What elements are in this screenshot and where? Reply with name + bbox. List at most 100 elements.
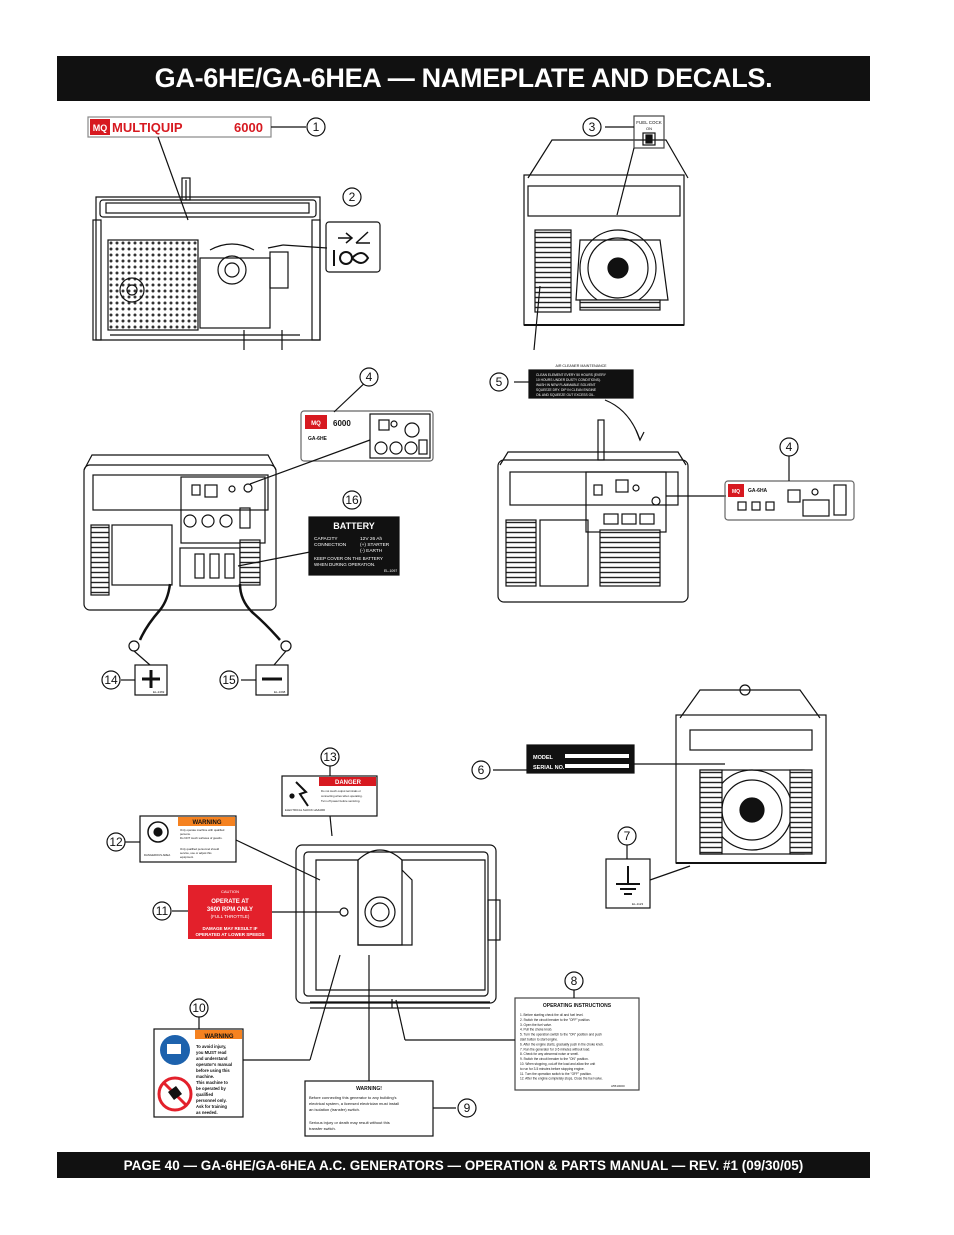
page-title: GA-6HE/GA-6HEA — NAMEPLATE AND DECALS. xyxy=(57,56,870,101)
callout-10: 10 xyxy=(189,998,209,1018)
callout-5: 5 xyxy=(489,372,509,392)
ga6ha-mq-logo: MQ xyxy=(732,489,740,495)
panel-model: 6000 xyxy=(333,419,351,428)
decal-1-nameplate: MQ MULTIQUIP 6000 xyxy=(87,116,306,221)
decal-11-caution-rpm xyxy=(172,885,340,939)
decal-14-positive xyxy=(121,650,168,696)
generator-engine-side-view xyxy=(523,139,689,351)
danger-banner: DANGER xyxy=(335,780,362,786)
callout-3: 3 xyxy=(582,117,602,137)
decal-16-battery xyxy=(308,516,400,576)
page-footer: PAGE 40 — GA-6HE/GA-6HEA A.C. GENERATORS… xyxy=(57,1152,870,1178)
callout-13: 13 xyxy=(320,747,340,767)
decal-15-negative xyxy=(241,650,289,696)
svg-text:14: 14 xyxy=(104,673,118,687)
svg-text:11: 11 xyxy=(156,904,169,918)
transfer-line-3: an isolation (transfer) switch. xyxy=(309,1107,360,1112)
operating-step: 9. Switch the circuit breaker to the "ON… xyxy=(520,1057,589,1061)
ga6ha-model: GA-6HA xyxy=(748,488,768,494)
operating-step: to run for 3-5 minutes before stopping e… xyxy=(520,1067,585,1071)
decal-3-fuel-cock: FUEL COCK ON xyxy=(605,115,665,216)
operating-step: 4. Pull the choke knob. xyxy=(520,1028,552,1032)
svg-text:6: 6 xyxy=(478,763,485,777)
generator-control-side-view xyxy=(83,439,371,652)
manual-line-3: and understand xyxy=(196,1056,228,1061)
operating-step: 6. After the engine starts, gradually pu… xyxy=(520,1042,604,1046)
battery-capacity-label: CAPACITY xyxy=(314,536,338,542)
multiquip-brand: MULTIQUIP xyxy=(112,120,183,135)
battery-code: EL-1097 xyxy=(384,569,397,573)
manual-line-1: To avoid injury, xyxy=(196,1044,226,1049)
callout-8: 8 xyxy=(564,971,584,991)
decal-12-warning xyxy=(124,815,321,881)
callout-2: 2 xyxy=(342,187,362,207)
danger-line-3: Turn off power before servicing. xyxy=(321,799,360,803)
svg-text:8: 8 xyxy=(571,974,578,988)
generator-front-view xyxy=(92,177,328,350)
manual-line-5: before using this xyxy=(196,1068,230,1073)
generator-ga6ha-view xyxy=(497,399,726,603)
air-cleaner-line-4: SQUEEZE DRY. DIP IN CLEAN ENGINE xyxy=(536,388,597,392)
air-cleaner-line-1: CLEAN ELEMENT EVERY 50 HOURS (EVERY xyxy=(536,373,607,377)
transfer-line-1: Before connecting this generator to any … xyxy=(309,1095,397,1100)
positive-code: EL-2469 xyxy=(153,690,165,694)
decal-10-read-manual-warning xyxy=(153,954,341,1118)
generator-top-view xyxy=(295,844,501,1009)
operating-step: 2. Switch the circuit breaker to the "OF… xyxy=(520,1018,590,1022)
svg-text:2: 2 xyxy=(349,190,356,204)
callout-12: 12 xyxy=(106,832,126,852)
svg-text:16: 16 xyxy=(345,493,359,507)
transfer-line-4: Serious injury or death may result witho… xyxy=(309,1120,390,1125)
rpm-only: 3600 RPM ONLY xyxy=(207,907,253,913)
warning-12-line-2: persons. xyxy=(180,832,191,836)
transfer-line-5: transfer switch. xyxy=(309,1126,336,1131)
warning-10-banner: WARNING xyxy=(205,1034,234,1040)
warning-12-side: DANGEROUS AREA xyxy=(144,853,170,857)
transfer-title: WARNING! xyxy=(356,1086,382,1092)
callout-15: 15 xyxy=(219,670,239,690)
fuel-cock-label: FUEL COCK xyxy=(636,120,662,125)
decal-6-model-serial xyxy=(493,744,635,774)
decal-7-ground xyxy=(605,844,651,909)
callout-4: 4 xyxy=(359,367,379,387)
svg-text:12: 12 xyxy=(109,835,123,849)
danger-line-2: connecting wires when operating. xyxy=(321,794,363,798)
callout-4: 4 xyxy=(779,437,799,457)
svg-text:15: 15 xyxy=(222,673,236,687)
callout-16: 16 xyxy=(342,490,362,510)
battery-keep-line-1: KEEP COVER ON THE BATTERY xyxy=(314,556,383,561)
callout-14: 14 xyxy=(101,670,121,690)
svg-text:9: 9 xyxy=(464,1101,471,1115)
svg-text:1: 1 xyxy=(313,120,320,134)
svg-text:5: 5 xyxy=(496,375,503,389)
warning-12-line-1: Only operate machine with qualified xyxy=(180,828,225,832)
battery-keep-line-2: WHEN DURING OPERATION. xyxy=(314,562,375,567)
decal-8-operating-instructions xyxy=(395,988,640,1091)
operating-step: 1. Before starting check the oil and fue… xyxy=(520,1013,584,1017)
manual-line-11: Ask for training xyxy=(196,1104,227,1109)
model-6000: 6000 xyxy=(234,120,263,135)
air-cleaner-line-2: 10 HOURS UNDER DUSTY CONDITIONS). xyxy=(536,378,601,382)
operating-code: A5510000 xyxy=(611,1084,625,1088)
operating-step: 12. After the engine completely stops, C… xyxy=(520,1077,603,1081)
manual-line-9: qualified xyxy=(196,1092,214,1097)
panel-mq-logo: MQ xyxy=(311,421,321,427)
battery-capacity-value: 12V 26 Ah xyxy=(360,536,382,542)
negative-code: EL-1098 xyxy=(274,690,286,694)
svg-text:13: 13 xyxy=(323,750,337,764)
generator-rear-view xyxy=(632,684,827,881)
decal-5-air-cleaner xyxy=(514,369,634,399)
panel-sub-model: GA-6HE xyxy=(308,436,328,442)
danger-line-1: Do not touch output terminals or xyxy=(321,789,361,793)
manual-line-12: as needed. xyxy=(196,1110,218,1115)
operating-title: OPERATING INSTRUCTIONS xyxy=(543,1003,612,1009)
model-label: MODEL xyxy=(533,755,554,761)
warning-12-line-3: Do NOT touch surfaces of guards. xyxy=(180,836,223,840)
battery-title: BATTERY xyxy=(333,521,375,531)
mq-logo-text: MQ xyxy=(93,123,108,133)
transfer-line-2: electrical system, a licensed electricia… xyxy=(309,1101,399,1106)
svg-text:7: 7 xyxy=(624,829,631,843)
damage-warning: DAMAGE MAY RESULT IF xyxy=(203,926,258,931)
air-cleaner-line-5: OIL AND SQUEEZE OUT EXCESS OIL. xyxy=(536,393,595,397)
